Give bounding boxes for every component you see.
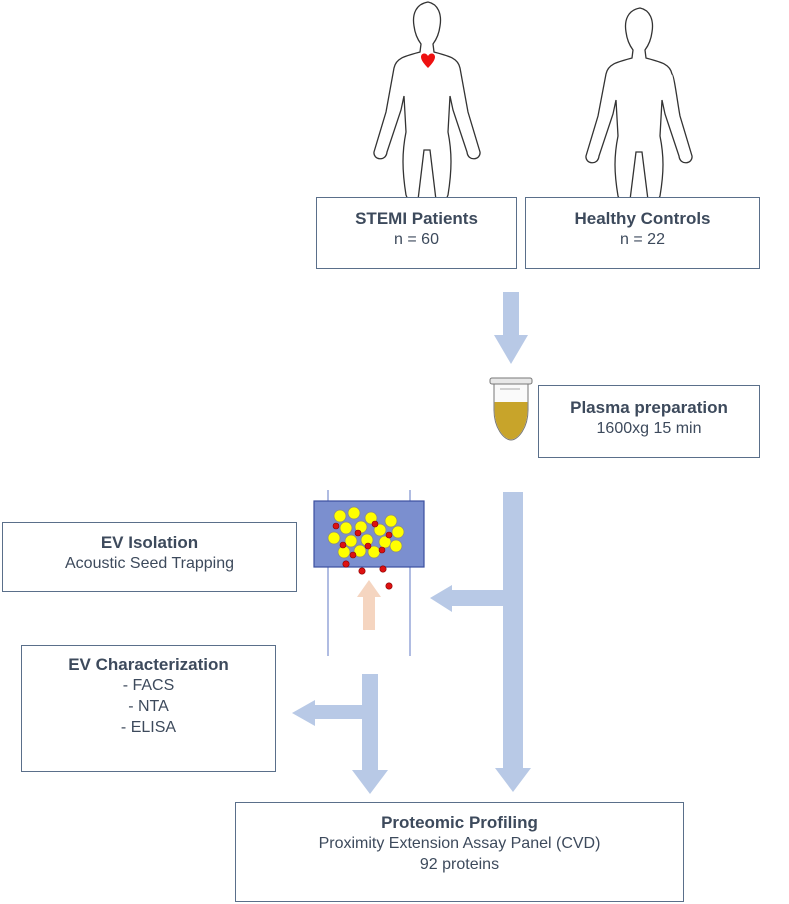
controls-title: Healthy Controls	[574, 209, 711, 228]
vesicles	[332, 520, 393, 590]
controls-count: n = 22	[620, 231, 665, 248]
control-figure-icon	[585, 7, 693, 201]
ev-char-item: - NTA	[128, 698, 169, 715]
stemi-count: n = 60	[394, 231, 439, 248]
seed-beads	[327, 506, 405, 559]
ev-characterization-title: EV Characterization	[68, 655, 229, 674]
arrow-to-ev-isolation	[430, 585, 521, 612]
healthy-controls-box: Healthy Controls n = 22	[525, 197, 760, 269]
arrow-device-to-proteomics	[292, 674, 388, 794]
proteomic-profiling-box: Proteomic Profiling Proximity Extension …	[235, 802, 684, 902]
arrow-to-plasma	[494, 292, 528, 364]
ev-char-item: - ELISA	[120, 719, 177, 736]
proteomics-title: Proteomic Profiling	[381, 813, 538, 832]
plasma-detail: 1600xg 15 min	[596, 420, 702, 437]
flow-up-arrow-icon	[357, 580, 381, 630]
arrow-to-proteomics	[495, 492, 531, 792]
patient-figure-icon	[373, 1, 481, 201]
plasma-title: Plasma preparation	[570, 398, 728, 417]
ev-char-item: - FACS	[122, 677, 175, 694]
proteomics-detail: Proximity Extension Assay Panel (CVD)	[318, 835, 601, 852]
plasma-preparation-box: Plasma preparation 1600xg 15 min	[538, 385, 760, 458]
ev-characterization-box: EV Characterization - FACS - NTA - ELISA	[21, 645, 276, 772]
ev-isolation-detail: Acoustic Seed Trapping	[65, 555, 234, 572]
ev-isolation-box: EV Isolation Acoustic Seed Trapping	[2, 522, 297, 592]
ev-isolation-title: EV Isolation	[100, 533, 199, 552]
heart-icon	[421, 53, 435, 68]
plasma-tube-icon	[489, 377, 533, 441]
stemi-patients-box: STEMI Patients n = 60	[316, 197, 517, 269]
stemi-title: STEMI Patients	[355, 209, 478, 228]
proteomics-count: 92 proteins	[419, 856, 500, 873]
